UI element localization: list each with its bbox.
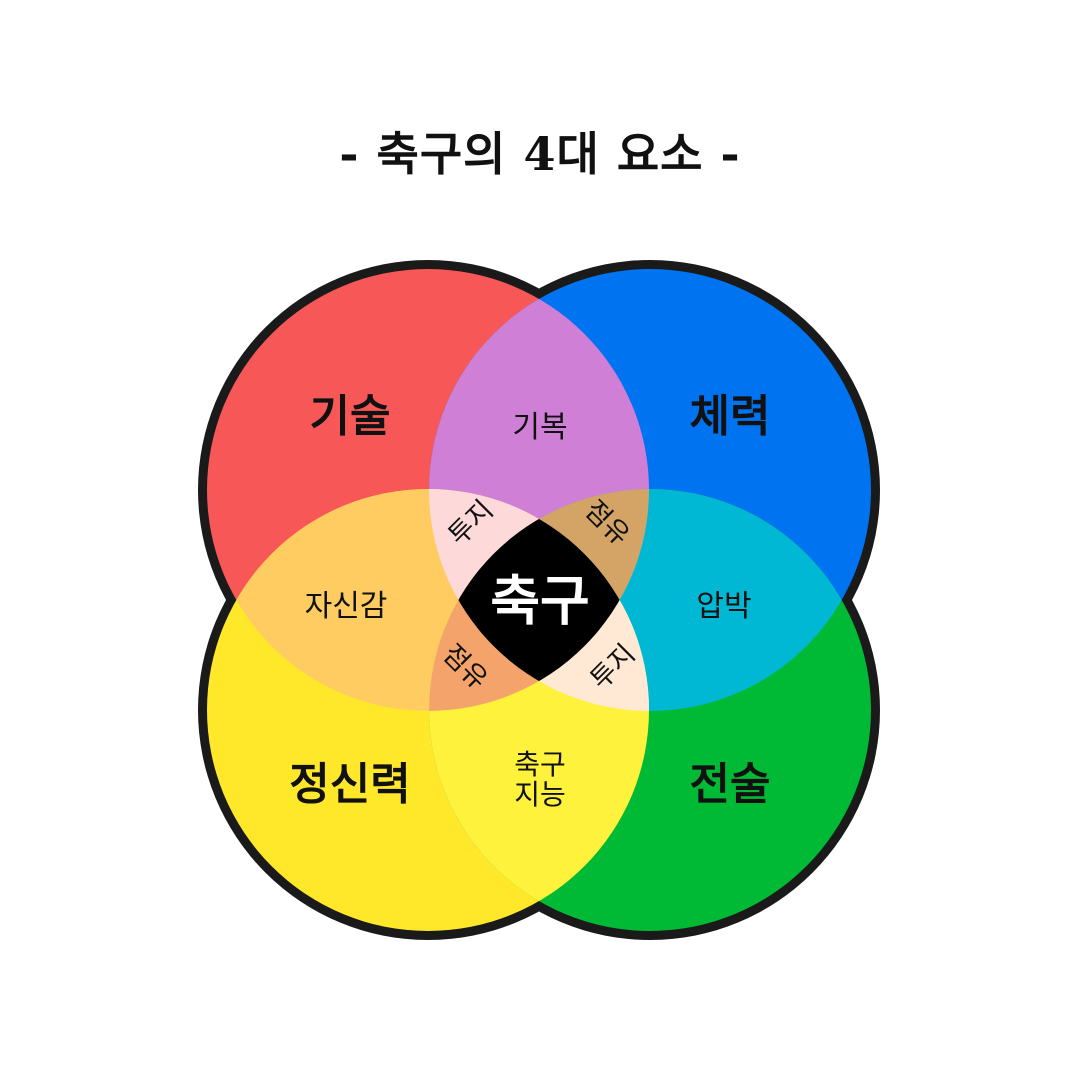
label-skill: 기술: [309, 391, 391, 442]
diagram-title: - 축구의 4대 요소 -: [339, 127, 741, 181]
label-fitness: 체력: [689, 391, 771, 442]
label-overlap-bottom-line2: 지능: [514, 778, 566, 811]
label-overlap-left: 자신감: [304, 589, 388, 624]
label-overlap-bottom-line1: 축구: [514, 748, 566, 781]
label-tactics: 전술: [689, 759, 771, 810]
label-overlap-bottom: 축구 지능: [514, 750, 566, 810]
label-mental: 정신력: [289, 759, 411, 810]
core-region: [429, 489, 649, 711]
label-overlap-top: 기복: [512, 410, 568, 445]
label-center: 축구: [490, 568, 590, 633]
label-overlap-right: 압박: [696, 589, 752, 624]
